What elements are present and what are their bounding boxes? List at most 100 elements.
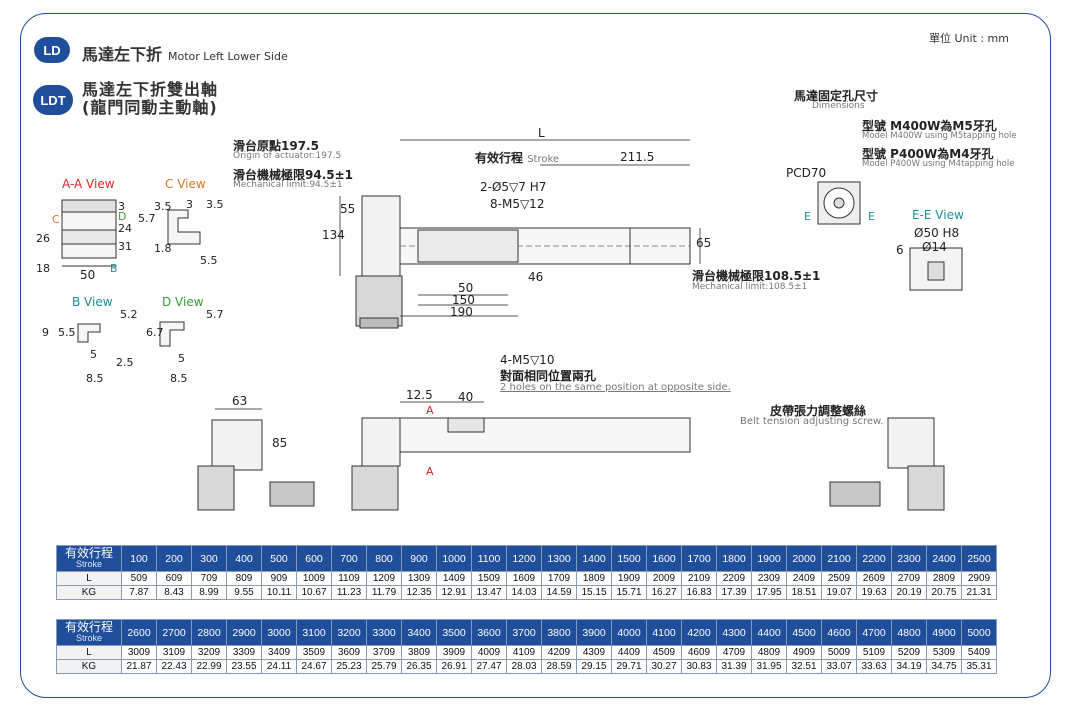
l-cell: 2109 [681, 571, 717, 586]
stroke-cell: 900 [401, 545, 437, 572]
kg-cell: 28.59 [541, 659, 577, 674]
l-row-label: L [56, 571, 122, 586]
kg-row-label: KG [56, 585, 122, 600]
aa-dim-3: 3 [118, 200, 125, 213]
ee-dim-50h8: Ø50 H8 [914, 226, 960, 240]
b-dim-2-5: 2.5 [116, 356, 134, 369]
l-cell: 4309 [576, 645, 612, 660]
kg-cell: 23.55 [226, 659, 262, 674]
stroke-cell: 3900 [576, 619, 612, 646]
origin-note-en: Origin of actuator:197.5 [233, 151, 342, 161]
aa-dim-50: 50 [80, 268, 96, 282]
kg-cell: 24.11 [261, 659, 297, 674]
dim-46: 46 [528, 270, 544, 284]
side-dim-12-5: 12.5 [406, 388, 433, 402]
stroke-cell: 4400 [751, 619, 787, 646]
kg-cell: 19.63 [856, 585, 892, 600]
stroke-cell: 2400 [926, 545, 962, 572]
kg-cell: 32.51 [786, 659, 822, 674]
l-cell: 1309 [401, 571, 437, 586]
stroke-cell: 700 [331, 545, 367, 572]
side-dim-40: 40 [458, 390, 474, 404]
kg-cell: 12.35 [401, 585, 437, 600]
aa-dim-18: 18 [36, 262, 50, 275]
stroke-cell: 2800 [191, 619, 227, 646]
stroke-cell: 2500 [961, 545, 997, 572]
mech-right-note-en: Mechanical limit:108.5±1 [692, 282, 808, 292]
l-cell: 909 [261, 571, 297, 586]
kg-cell: 10.67 [296, 585, 332, 600]
stroke-cell: 4100 [646, 619, 682, 646]
stroke-cell: 500 [261, 545, 297, 572]
m400-note: 型號 M400W為M5牙孔 [862, 119, 997, 133]
l-cell: 4909 [786, 645, 822, 660]
l-cell: 1109 [331, 571, 367, 586]
l-cell: 1409 [436, 571, 472, 586]
aa-dim-24: 24 [118, 222, 132, 235]
belt-note-en: Belt tension adjusting screw. [740, 416, 884, 427]
stroke-cell: 4600 [821, 619, 857, 646]
b-dim-5-5: 5.5 [58, 326, 76, 339]
stroke-cell: 2900 [226, 619, 262, 646]
l-cell: 5409 [961, 645, 997, 660]
stroke-cell: 3700 [506, 619, 542, 646]
p400-note-en: Model P400W using M4tapping hole [862, 159, 1015, 169]
stroke-cell: 5000 [961, 619, 997, 646]
l-cell: 3309 [226, 645, 262, 660]
b-dim-8-5: 8.5 [86, 372, 104, 385]
aa-dim-31: 31 [118, 240, 132, 253]
l-cell: 3709 [366, 645, 402, 660]
b-dim-9: 9 [42, 326, 49, 339]
stroke-cell: 3100 [296, 619, 332, 646]
stroke-cell: 300 [191, 545, 227, 572]
side-dim-63: 63 [232, 394, 248, 408]
stroke-cell: 1900 [751, 545, 787, 572]
d-dim-8-5: 8.5 [170, 372, 188, 385]
stroke-cell: 4300 [716, 619, 752, 646]
stroke-cell: 1100 [471, 545, 507, 572]
kg-cell: 14.59 [541, 585, 577, 600]
stroke-cell: 1700 [681, 545, 717, 572]
c-dim-3-5a: 3.5 [154, 200, 172, 213]
c-dim-3: 3 [186, 198, 193, 211]
stroke-cell: 4500 [786, 619, 822, 646]
kg-cell: 27.47 [471, 659, 507, 674]
stroke-cell: 2300 [891, 545, 927, 572]
l-cell: 609 [156, 571, 192, 586]
view-b-label: B View [72, 295, 113, 309]
stroke-cell: 3300 [366, 619, 402, 646]
stroke-cell: 3600 [471, 619, 507, 646]
kg-cell: 16.27 [646, 585, 682, 600]
kg-cell: 21.31 [961, 585, 997, 600]
dim-65: 65 [696, 236, 712, 250]
l-cell: 3909 [436, 645, 472, 660]
d-dim-6-7: 6.7 [146, 326, 164, 339]
l-cell: 4609 [681, 645, 717, 660]
stroke-cell: 2000 [786, 545, 822, 572]
stroke-cell: 4700 [856, 619, 892, 646]
l-cell: 2209 [716, 571, 752, 586]
l-cell: 1209 [366, 571, 402, 586]
l-cell: 4809 [751, 645, 787, 660]
l-cell: 2409 [786, 571, 822, 586]
kg-cell: 33.63 [856, 659, 892, 674]
kg-cell: 10.11 [261, 585, 297, 600]
kg-cell: 14.03 [506, 585, 542, 600]
b-dim-5: 5 [90, 348, 97, 361]
stroke-cell: 100 [121, 545, 157, 572]
l-cell: 1809 [576, 571, 612, 586]
l-cell: 3509 [296, 645, 332, 660]
kg-cell: 21.87 [121, 659, 157, 674]
kg-cell: 29.15 [576, 659, 612, 674]
kg-cell: 33.07 [821, 659, 857, 674]
stroke-cell: 600 [296, 545, 332, 572]
view-d-label: D View [162, 295, 204, 309]
motor-hole-note-en: Dimensions [812, 101, 865, 111]
origin-note: 滑台原點197.5 [233, 139, 319, 153]
